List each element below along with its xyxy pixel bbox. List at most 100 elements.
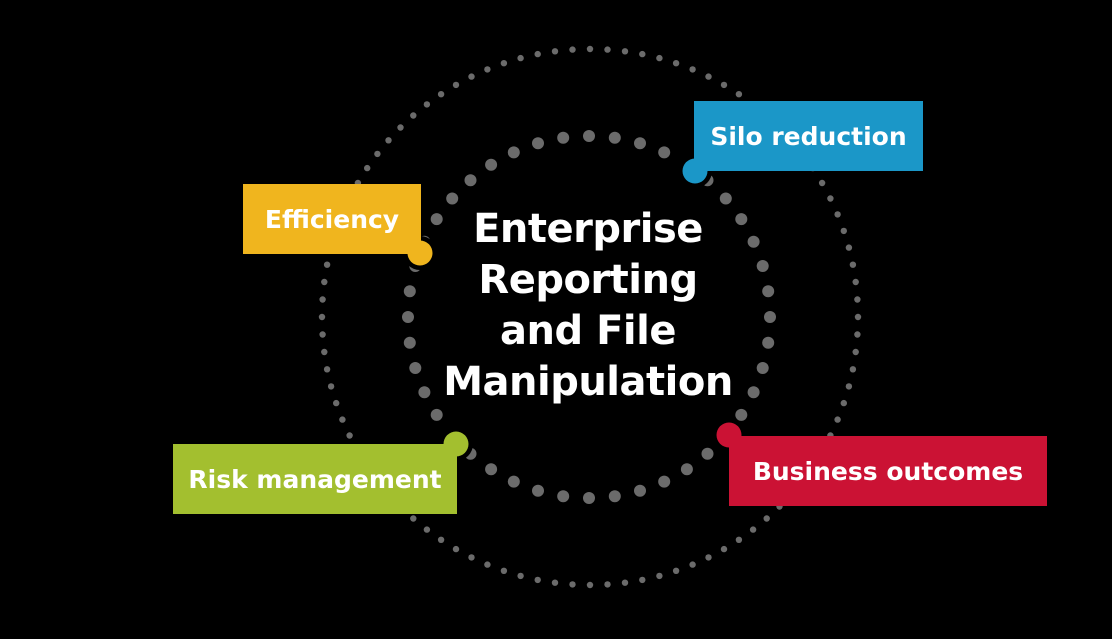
- outer-ring-dot: [845, 383, 853, 390]
- inner-ring-dot: [764, 311, 776, 323]
- outer-ring-dot: [849, 366, 857, 373]
- outer-ring-dot: [840, 227, 847, 235]
- outer-ring-dot: [500, 60, 508, 67]
- inner-ring-dot: [402, 311, 414, 323]
- outer-ring-dot: [621, 579, 629, 586]
- outer-ring-dot: [852, 278, 859, 286]
- outer-ring-dot: [437, 536, 445, 543]
- outer-ring-dot: [854, 313, 862, 321]
- outer-ring-dot: [705, 554, 712, 561]
- outer-ring-dot: [385, 137, 392, 144]
- outer-ring-dot: [656, 54, 663, 62]
- outer-ring-dot: [834, 416, 841, 423]
- outer-ring-dot: [604, 46, 611, 53]
- outer-ring-dot: [423, 101, 431, 108]
- outer-ring-dot: [720, 81, 728, 89]
- outer-ring-dot: [854, 331, 861, 338]
- outer-ring-dot: [333, 399, 340, 407]
- outer-ring-dot: [834, 211, 841, 218]
- outer-ring-dot: [604, 581, 611, 588]
- outer-ring-dot: [374, 150, 381, 158]
- inner-ring-dot: [485, 158, 498, 171]
- inner-ring-dot: [735, 213, 748, 226]
- inner-ring-dot: [756, 362, 769, 374]
- outer-ring-dot: [452, 545, 460, 553]
- inner-ring-dot: [583, 130, 595, 142]
- inner-ring-dot: [701, 447, 714, 460]
- inner-ring-dot: [403, 285, 416, 298]
- inner-ring-dot: [608, 490, 621, 503]
- inner-ring-dot: [658, 146, 671, 159]
- outer-ring-dot: [484, 561, 491, 568]
- outer-ring-dot: [346, 432, 353, 439]
- efficiency-label-box: Efficiency: [243, 184, 421, 254]
- inner-ring-dot: [762, 336, 775, 349]
- inner-ring-dot: [464, 174, 477, 187]
- outer-ring-dot: [323, 366, 331, 373]
- outer-ring-dot: [319, 296, 326, 303]
- center-title-line-1: Enterprise: [473, 206, 703, 252]
- outer-ring-dot: [720, 545, 728, 553]
- inner-ring-dot: [608, 131, 621, 144]
- outer-ring-dot: [705, 73, 712, 80]
- outer-ring-dot: [639, 576, 646, 584]
- outer-ring-dot: [468, 73, 475, 80]
- outer-ring-dot: [319, 331, 326, 338]
- inner-ring-dot: [403, 336, 416, 349]
- outer-ring-dot: [854, 296, 861, 303]
- inner-ring-dot: [762, 285, 775, 298]
- outer-ring-dot: [534, 576, 541, 584]
- inner-ring-dot: [507, 475, 520, 488]
- inner-ring-dot: [658, 475, 671, 488]
- inner-ring-dot: [756, 260, 769, 272]
- outer-ring-dot: [364, 164, 371, 172]
- inner-ring-dot: [634, 137, 646, 150]
- inner-ring-dot: [507, 146, 520, 159]
- inner-ring-dot: [430, 408, 443, 421]
- inner-ring-dot: [557, 490, 570, 503]
- outer-ring-dot: [569, 46, 576, 53]
- outer-ring-dot: [410, 515, 417, 522]
- outer-ring-dot: [586, 45, 594, 53]
- outer-ring-dot: [468, 554, 475, 561]
- outer-ring-dot: [339, 416, 346, 423]
- outer-ring-dot: [849, 261, 857, 268]
- center-title-line-3: and File: [500, 308, 676, 354]
- inner-ring-dot: [418, 386, 431, 399]
- outer-ring-dot: [852, 348, 859, 356]
- outer-ring-dot: [672, 60, 680, 67]
- outer-ring-dot: [827, 195, 834, 202]
- outer-ring-dot: [569, 581, 576, 588]
- outer-ring-dot: [327, 383, 335, 390]
- inner-ring-dot: [583, 492, 595, 504]
- center-title: Enterprise Reporting and File Manipulati…: [438, 204, 738, 408]
- efficiency-label: Efficiency: [264, 204, 400, 234]
- inner-ring-dot: [747, 235, 760, 248]
- business-outcomes-label: Business outcomes: [752, 456, 1024, 486]
- outer-ring-dot: [423, 526, 431, 533]
- outer-ring-dot: [323, 261, 331, 268]
- inner-ring-dot: [485, 463, 498, 476]
- outer-ring-dot: [500, 567, 508, 574]
- outer-ring-dot: [321, 348, 328, 356]
- outer-ring-dot: [672, 567, 680, 574]
- outer-ring-dot: [484, 66, 491, 73]
- inner-ring-dot: [719, 192, 732, 205]
- outer-ring-dot: [551, 579, 559, 586]
- inner-ring-dot: [532, 484, 544, 497]
- silo-reduction-label: Silo reduction: [710, 121, 907, 151]
- risk-management-label: Risk management: [188, 464, 442, 494]
- outer-ring-dot: [586, 581, 594, 589]
- inner-ring-dot: [409, 362, 422, 374]
- outer-ring-dot: [318, 313, 326, 321]
- outer-ring-dot: [621, 48, 629, 55]
- center-title-line-2: Reporting: [478, 257, 698, 303]
- inner-ring-dot: [680, 463, 693, 476]
- inner-ring-dot: [747, 386, 760, 399]
- outer-ring-dot: [845, 244, 853, 251]
- outer-ring-dot: [749, 526, 757, 533]
- inner-ring-dot: [634, 484, 646, 497]
- outer-ring-dot: [321, 278, 328, 286]
- outer-ring-dot: [656, 572, 663, 580]
- business-outcomes-label-box: Business outcomes: [729, 436, 1047, 506]
